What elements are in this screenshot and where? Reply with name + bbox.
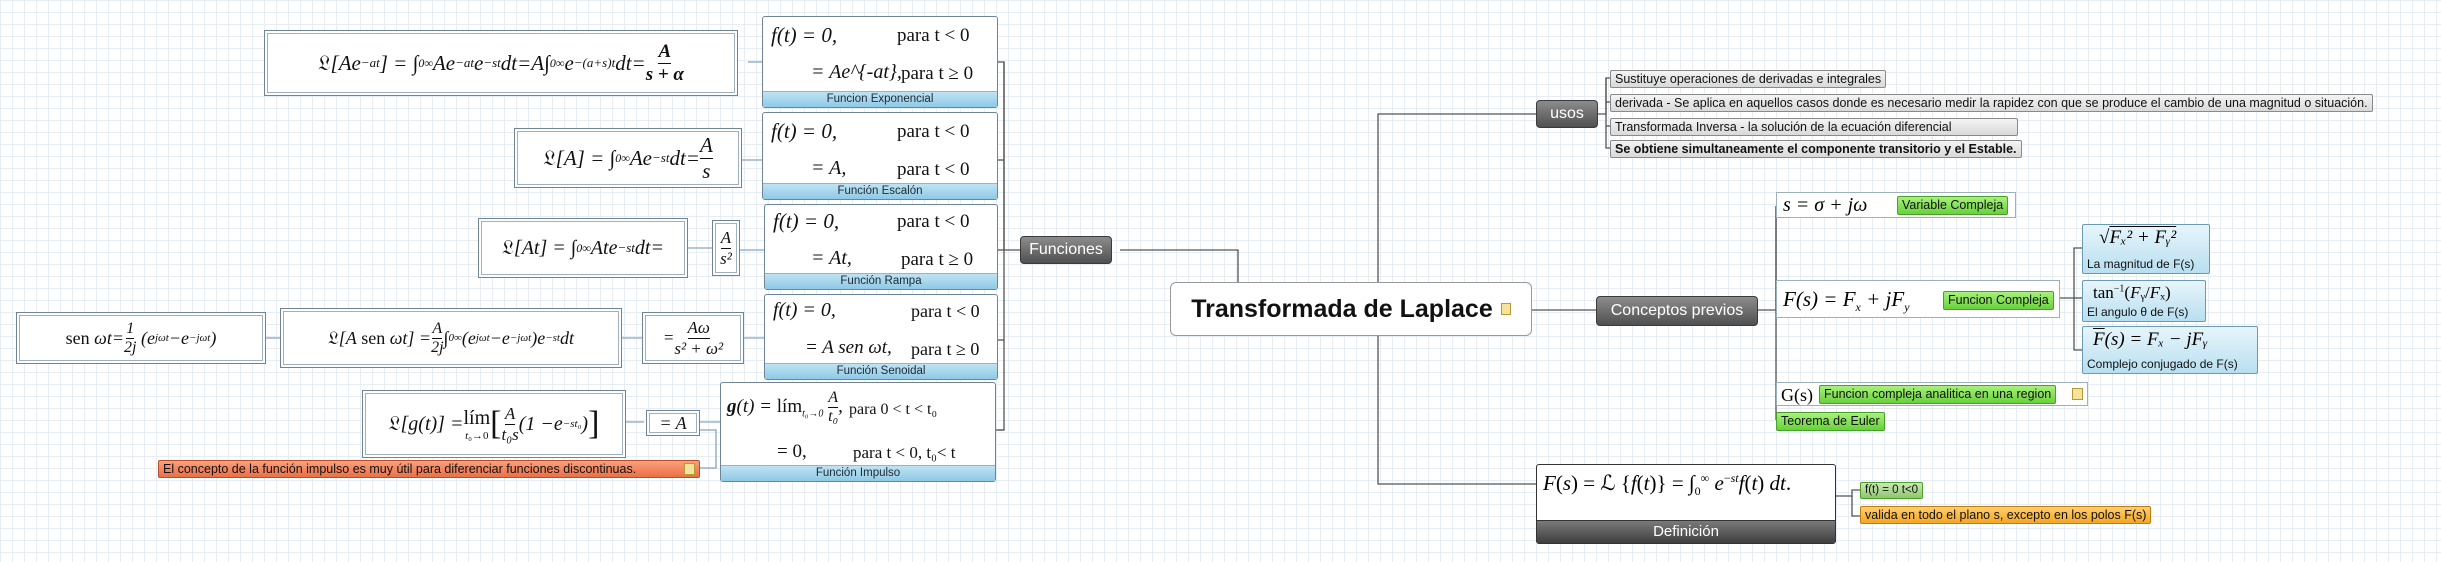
link-root-usos <box>1377 113 1536 309</box>
escalon-row1-cond: para t < 0 <box>897 121 970 142</box>
analitica-label: Funcion compleja analitica en una region <box>1819 385 2057 404</box>
angulo-node[interactable]: tan−1(Fᵧ/Fₓ) El angulo θ de F(s) <box>2082 280 2206 322</box>
variable-compleja-label: Variable Compleja <box>1897 196 2009 215</box>
conjugado-formula: F(s) = Fₓ − jFᵧ <box>2093 329 2208 350</box>
usos-item-3[interactable]: Transformada Inversa - la solución de la… <box>1610 118 2018 136</box>
link-root-definicion <box>1377 308 1536 485</box>
definicion-cond2[interactable]: valida en todo el plano s, excepto en lo… <box>1860 506 2152 524</box>
funcion-compleja-label: Funcion Compleja <box>1943 291 2054 310</box>
rampa-row2-cond: para t ≥ 0 <box>901 249 974 270</box>
exponencial-row1: f(t) = 0, <box>771 23 838 47</box>
root-title: Transformada de Laplace <box>1191 294 1493 323</box>
senoidal-row1-cond: para t < 0 <box>911 301 980 321</box>
escalon-row1: f(t) = 0, <box>771 119 838 143</box>
variable-compleja-node[interactable]: s = σ + jω Variable Compleja <box>1776 192 2016 218</box>
angulo-formula: tan−1(Fᵧ/Fₓ) <box>2093 283 2171 302</box>
usos-label: usos <box>1550 105 1584 122</box>
euler-node[interactable]: Teorema de Euler <box>1776 412 1885 431</box>
analitica-formula: G(s) <box>1781 385 1813 405</box>
funciones-topic[interactable]: Funciones <box>1020 236 1112 264</box>
exponencial-row2-cond: para t ≥ 0 <box>901 63 974 84</box>
magnitud-formula: √Fₓ² + Fᵧ² <box>2099 227 2177 248</box>
conjugado-label: Complejo conjugado de F(s) <box>2087 357 2238 371</box>
impulso-caption: Función Impulso <box>721 465 995 481</box>
usos-item-1[interactable]: Sustituye operaciones de derivadas e int… <box>1610 70 1887 88</box>
senoidal-row2-cond: para t ≥ 0 <box>911 339 980 359</box>
usos-item-4[interactable]: Se obtiene simultaneamente el componente… <box>1610 140 2022 158</box>
definicion-formula: F(s) = ℒ {f(t)} = ∫0∞ e−stf(t) dt. <box>1543 471 1792 499</box>
impulso-note[interactable]: El concepto de la función impulso es muy… <box>158 460 700 478</box>
conceptos-topic[interactable]: Conceptos previos <box>1596 296 1758 326</box>
escalon-definition-box[interactable]: f(t) = 0, para t < 0 = A, para t < 0 Fun… <box>762 112 998 200</box>
note-icon[interactable] <box>1500 303 1511 315</box>
conjugado-node[interactable]: F(s) = Fₓ − jFᵧ Complejo conjugado de F(… <box>2082 326 2258 374</box>
definicion-node[interactable]: F(s) = ℒ {f(t)} = ∫0∞ e−stf(t) dt. Defin… <box>1536 464 1836 544</box>
rampa-definition-box[interactable]: f(t) = 0, para t < 0 = At, para t ≥ 0 Fu… <box>764 204 998 290</box>
magnitud-label: La magnitud de F(s) <box>2087 257 2195 271</box>
definicion-cond1[interactable]: f(t) = 0 t<0 <box>1860 482 1924 499</box>
impulso-row2: = 0, <box>777 441 807 462</box>
magnitud-node[interactable]: √Fₓ² + Fᵧ² La magnitud de F(s) <box>2082 224 2210 274</box>
usos-item-2[interactable]: derivada - Se aplica en aquellos casos d… <box>1610 94 2373 112</box>
impulso-row2-cond: para t < 0, t₀< t <box>853 443 956 462</box>
funciones-label: Funciones <box>1029 241 1103 258</box>
angulo-label: El angulo θ de F(s) <box>2087 305 2189 319</box>
escalon-row2: = A, <box>811 157 847 179</box>
senoidal-row2: = A sen ωt, <box>805 337 892 358</box>
variable-compleja-formula: s = σ + jω <box>1783 194 1868 216</box>
impulso-row1-cond: para 0 < t < t₀ <box>849 401 938 418</box>
memo-icon[interactable] <box>684 463 695 475</box>
usos-topic[interactable]: usos <box>1536 100 1598 128</box>
funcion-compleja-formula: F(s) = Fx + jFy <box>1783 287 1910 315</box>
rampa-row2: = At, <box>811 247 852 269</box>
exponencial-row1-cond: para t < 0 <box>897 25 970 46</box>
impulso-result: = A <box>646 410 700 436</box>
conceptos-label: Conceptos previos <box>1610 302 1744 319</box>
rampa-row1: f(t) = 0, <box>773 209 840 233</box>
escalon-row2-cond: para t < 0 <box>897 159 970 180</box>
exponencial-caption: Funcion Exponencial <box>763 91 997 107</box>
impulso-result-text: = A <box>659 412 687 433</box>
exponencial-definition-box[interactable]: f(t) = 0, para t < 0 = Ae^{-at}, para t … <box>762 16 998 108</box>
funcion-compleja-node[interactable]: F(s) = Fx + jFy Funcion Compleja <box>1776 280 2060 318</box>
rampa-row1-cond: para t < 0 <box>897 211 970 232</box>
rampa-caption: Función Rampa <box>765 273 997 289</box>
definicion-caption: Definición <box>1537 520 1835 543</box>
senoidal-definition-box[interactable]: f(t) = 0, para t < 0 = A sen ωt, para t … <box>764 294 998 380</box>
rampa-transform-formula: 𝔏[At] = ∫0∞ Ate−st dt = <box>478 218 688 278</box>
impulso-note-text: El concepto de la función impulso es muy… <box>163 462 637 476</box>
senoidal-row1: f(t) = 0, <box>773 299 836 321</box>
exponencial-row2: = Ae^{-at}, <box>811 61 902 83</box>
senoidal-caption: Función Senoidal <box>765 363 997 379</box>
analitica-node[interactable]: G(s) Funcion compleja analitica en una r… <box>1776 382 2088 406</box>
memo-icon[interactable] <box>2072 388 2083 400</box>
root-topic[interactable]: Transformada de Laplace <box>1170 282 1532 336</box>
escalon-caption: Función Escalón <box>763 183 997 199</box>
